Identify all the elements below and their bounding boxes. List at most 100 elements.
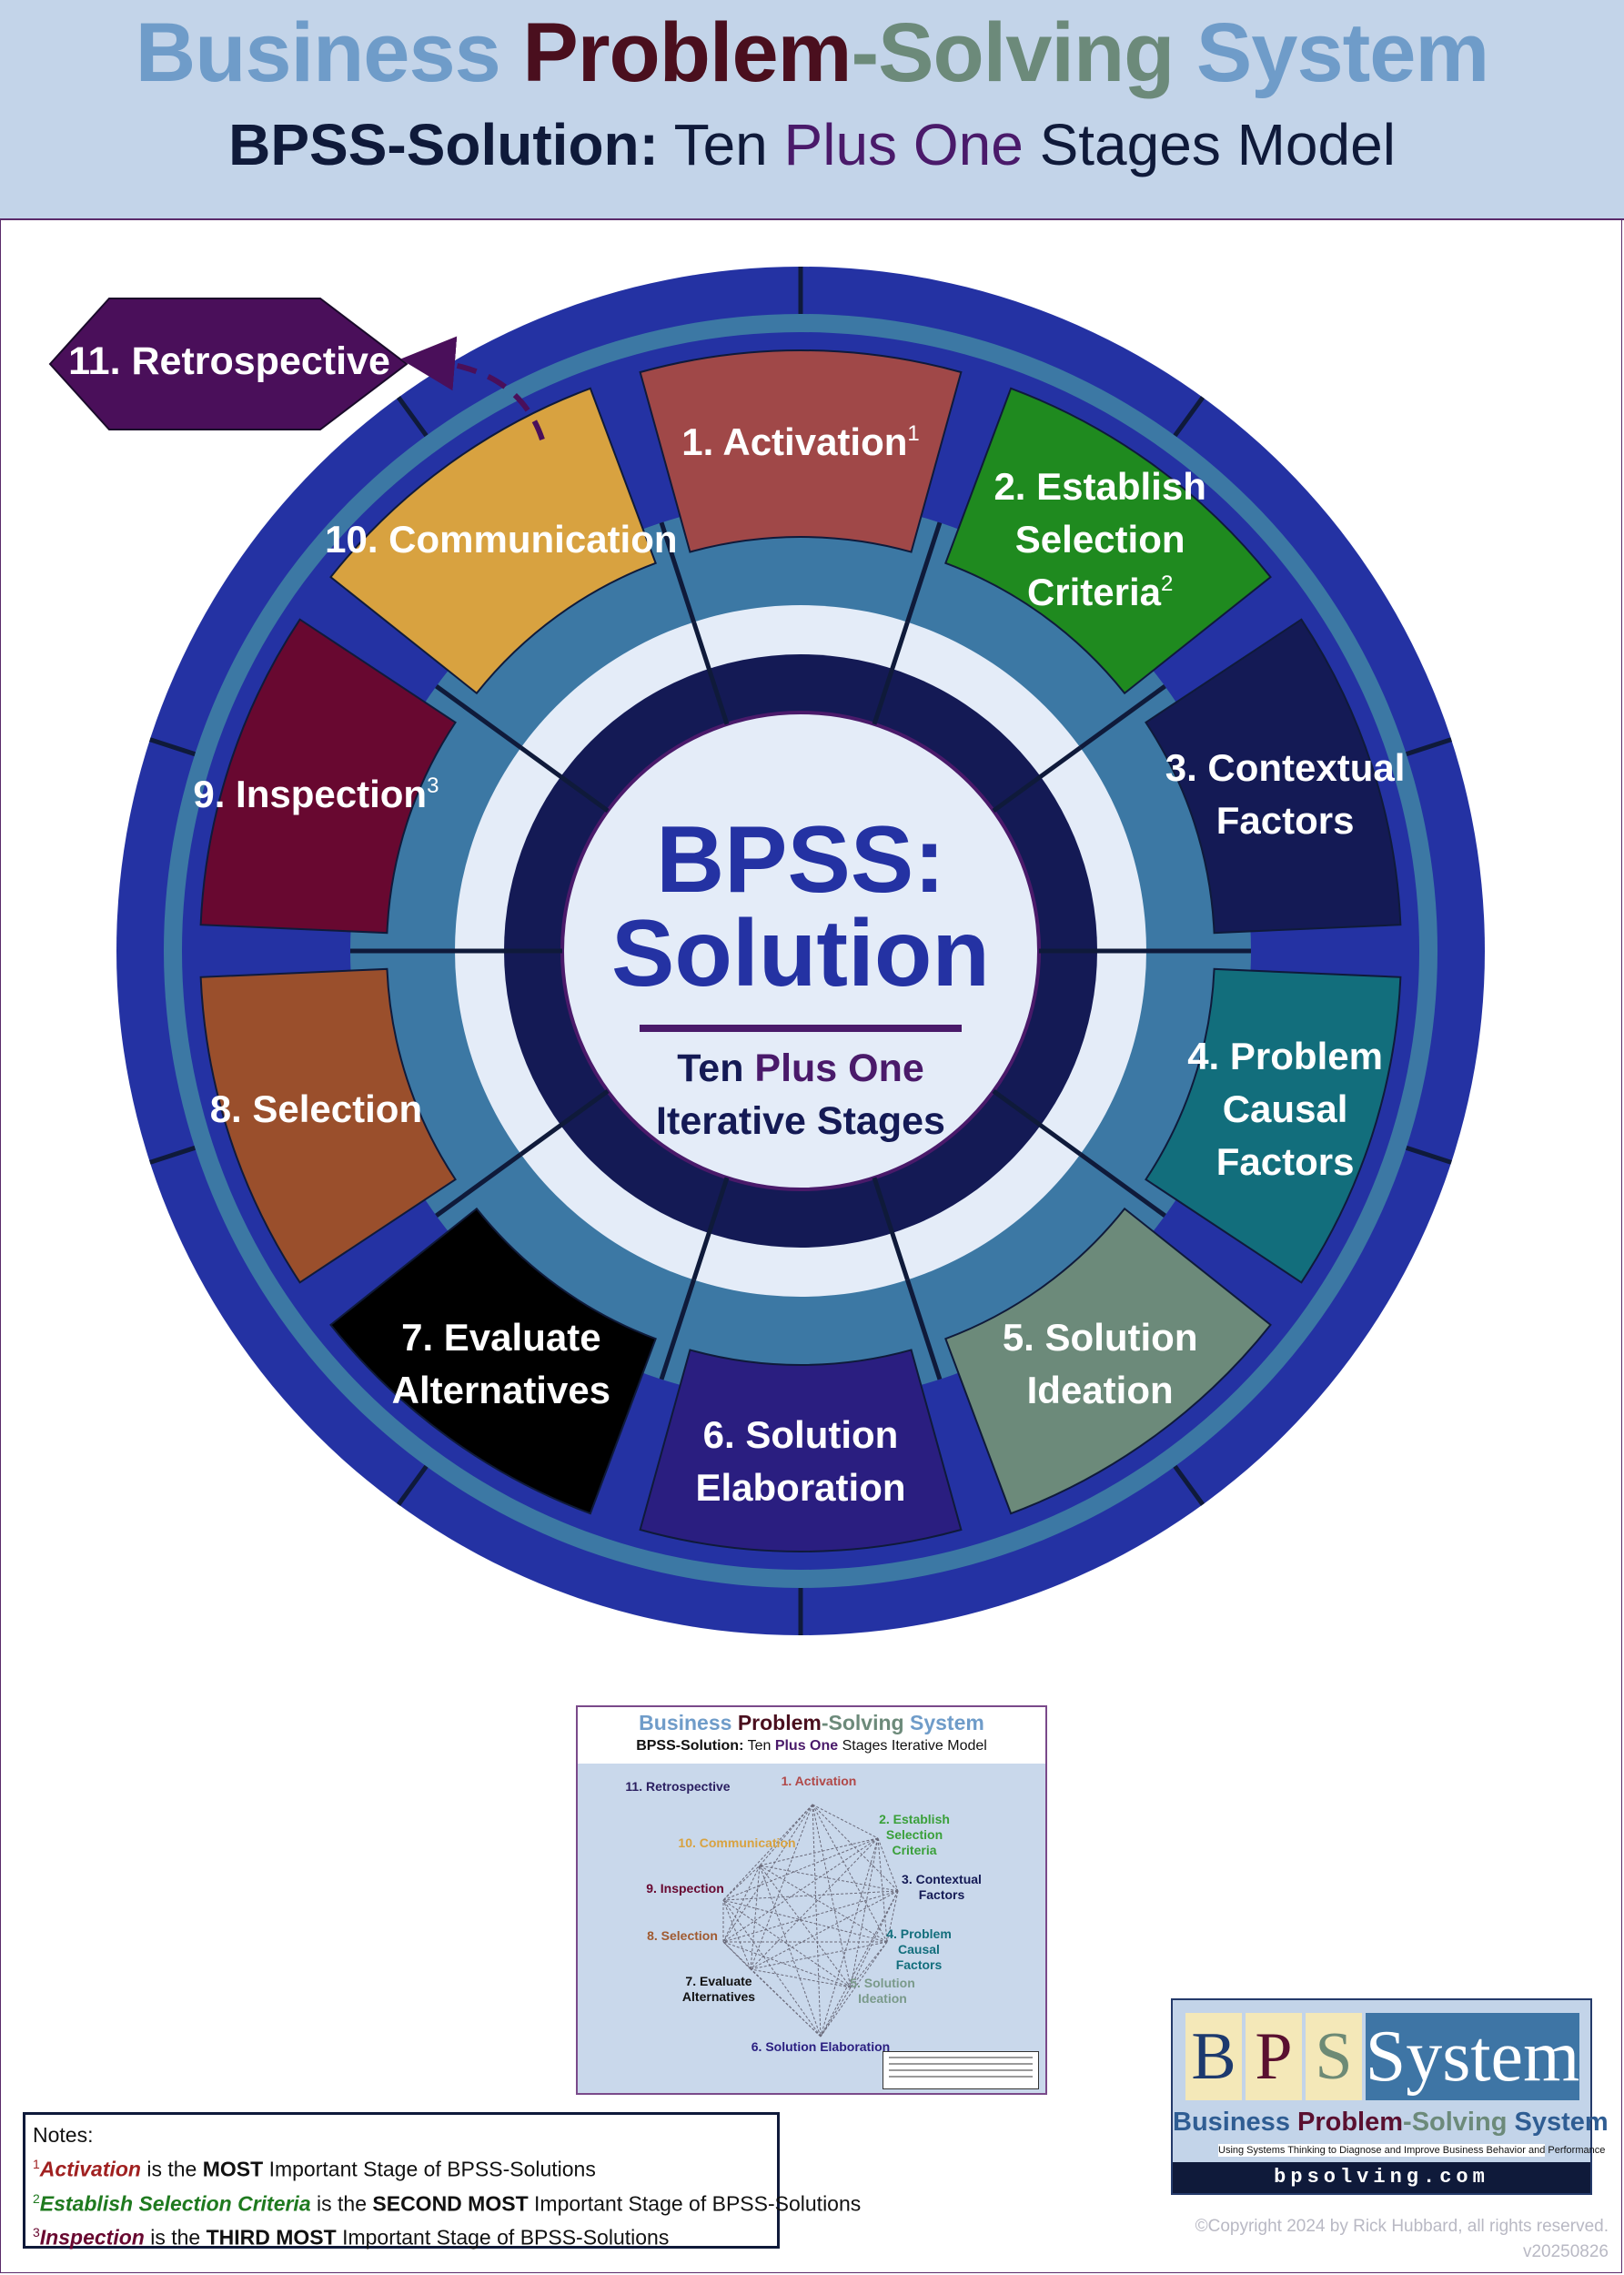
middle-divider [435,684,523,750]
outer-divider [149,737,197,757]
copyright-line: ©Copyright 2024 by Rick Hubbard, all rig… [1195,2217,1609,2236]
inner-divider [872,1177,910,1281]
stage-label: Ideation [1027,1369,1174,1411]
text-part-2: Plus One [783,112,1024,177]
thumbnail-connector [722,1941,751,1970]
text-part-0: BPSS-Solution: [228,112,659,177]
stage-communication[interactable]: 10. Communication [325,387,678,695]
thumbnail-connector [820,1941,888,2037]
bps-system-logo[interactable]: B P S System Business Problem-Solving Sy… [1171,1998,1609,2195]
stage-inspection[interactable]: 9. Inspection3 [193,618,457,935]
thumbnail-connector [750,1941,888,1970]
thumbnail-node-label: Factors [919,1887,965,1902]
thumbnail-node-label: 9. Inspection [646,1881,724,1896]
stage-label: 9. Inspection3 [193,773,439,815]
thumbnail-connector [722,1804,813,1901]
thumbnail-connector [759,1865,899,1892]
thumbnail-connector [722,1899,888,1943]
thumbnail-connector [750,1968,852,1988]
stage-segment-shape [639,1349,963,1552]
stage-label: Factors [1216,1140,1355,1183]
logo-url-link[interactable]: bpsolving.com [1173,2162,1590,2193]
text-part-3: System [1514,2108,1609,2137]
stage-segment-shape [1145,967,1402,1284]
thumbnail-connector [820,1890,899,2037]
notes-box: Notes: 1Activation is the MOST Important… [23,2112,861,2250]
logo-letter-s: S [1306,2013,1362,2100]
thumbnail-node-label: 2. Establish [879,1812,950,1826]
thumbnail-connector [750,1865,761,1970]
center-tagline-line2: Iterative Stages [656,1099,945,1143]
outer-divider [1173,396,1205,438]
inner-divider [992,1088,1082,1157]
logo-letter-p: P [1246,2013,1302,2100]
retrospective-label: 11. Retrospective [68,339,390,383]
page-subtitle: BPSS-Solution: Ten Plus One Stages Model [0,111,1624,178]
thumbnail-connector [886,1890,899,1943]
outer-divider [396,1464,429,1506]
page-title: Business Problem-Solving System [0,5,1624,101]
thumbnail-connector [812,1804,822,2037]
stage-selection[interactable]: 8. Selection [199,967,457,1284]
thumbnail-connector [750,1804,813,1970]
logo-letter-b: B [1185,2013,1242,2100]
thumbnail-node-label: Factors [896,1957,943,1972]
stage-label: Criteria2 [1027,571,1173,613]
thumbnail-connector [850,1941,888,1988]
thumbnail-header: Business Problem-Solving System BPSS-Sol… [578,1707,1045,1764]
stage-label: Causal [1223,1087,1348,1130]
thumbnail-node-label: 8. Selection [647,1928,718,1943]
stage-activation[interactable]: 1. Activation1 [639,349,963,553]
stage-label: 8. Selection [210,1087,422,1130]
logo-name: Business Problem-Solving System [1173,2108,1609,2138]
note-item: 3Inspection is the THIRD MOST Important … [33,2225,670,2250]
thumbnail-node-label: Selection [886,1827,943,1842]
text-part-3: System [1195,6,1489,99]
text-part-2: -Solving [821,1711,910,1734]
stage-segment-shape [1145,618,1402,935]
thumbnail-node-label: Causal [898,1942,940,1956]
middle-divider [905,1279,943,1380]
thumbnail-node-label: 1. Activation [782,1774,857,1788]
thumbnail-connector [722,1890,899,1943]
inner-divider [519,1088,610,1157]
thumbnail-node-label: 3. Contextual [902,1872,982,1886]
stage-label: 4. Problem [1187,1035,1383,1077]
thumbnail-connector [750,1837,879,1970]
thumbnail-connector [877,1837,899,1892]
retrospective-arrow [400,336,545,440]
thumbnail-connector [812,1804,852,1988]
notes-heading: Notes: [33,2123,94,2147]
logo-word: System [1366,2013,1579,2100]
center-title-line2: Solution [611,901,990,1006]
version-line: v20250826 [1522,2242,1609,2261]
stage-segment-shape [329,387,657,695]
thumbnail-connector [759,1865,852,1988]
inner-divider [992,745,1082,814]
text-part-0: Business [135,6,523,99]
stage-segment-shape [329,1207,657,1515]
thumbnail-connector [820,1987,852,2037]
thumbnail-connector [722,1804,813,1943]
center-tagline-line1: Ten Plus One [677,1046,924,1090]
thumbnail-connector [722,1899,852,1988]
stage-label: 7. Evaluate [401,1316,600,1359]
text-part-1: Ten [658,112,784,177]
text-part-1: Problem [522,6,852,99]
thumbnail-node-label: 11. Retrospective [625,1779,730,1794]
logo-tagline: Using Systems Thinking to Diagnose and I… [1218,2144,1606,2157]
thumbnail-connector [722,1899,822,2037]
thumbnail-connector [722,1837,879,1901]
stage-segment-shape [639,349,963,553]
thumbnail-connector [722,1890,899,1901]
text-part-3: Stages Iterative Model [838,1738,987,1754]
outer-divider [149,1145,197,1165]
